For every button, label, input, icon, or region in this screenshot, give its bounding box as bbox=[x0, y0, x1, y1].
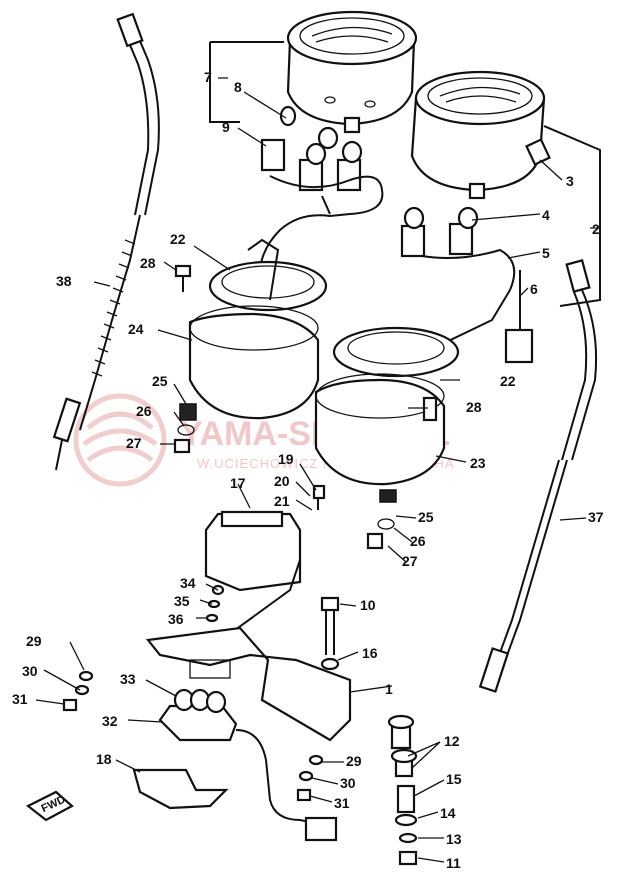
part-number-labels: 1 2 3 4 5 6 7 8 9 10 11 12 13 14 15 16 1… bbox=[12, 69, 604, 871]
bulb-sockets-right bbox=[400, 206, 534, 364]
part-label-24: 24 bbox=[128, 321, 144, 337]
part-label-19: 19 bbox=[278, 451, 294, 467]
part-label-31-right: 31 bbox=[334, 795, 350, 811]
part-label-38: 38 bbox=[56, 273, 72, 289]
part-label-27-left: 27 bbox=[126, 435, 142, 451]
tachometer-assembly bbox=[410, 70, 601, 307]
leader-lines bbox=[35, 77, 600, 863]
part-label-36: 36 bbox=[168, 611, 184, 627]
part-label-1: 1 bbox=[385, 681, 393, 697]
part-label-26-right: 26 bbox=[410, 533, 426, 549]
part-label-22-lower: 22 bbox=[500, 373, 516, 389]
part-label-35: 35 bbox=[174, 593, 190, 609]
part-label-22-upper: 22 bbox=[170, 231, 186, 247]
part-label-7: 7 bbox=[204, 69, 212, 85]
part-label-25-left: 25 bbox=[152, 373, 168, 389]
forward-direction-mark: FWD bbox=[25, 790, 74, 822]
part-label-20: 20 bbox=[274, 473, 290, 489]
part-label-29-right: 29 bbox=[346, 753, 362, 769]
part-label-3: 3 bbox=[566, 173, 574, 189]
part-label-5: 5 bbox=[542, 245, 550, 261]
bolt-10 bbox=[320, 596, 340, 671]
part-label-30-right: 30 bbox=[340, 775, 356, 791]
part-label-29-left: 29 bbox=[26, 633, 42, 649]
part-label-28-left: 28 bbox=[140, 255, 156, 271]
part-label-17: 17 bbox=[230, 475, 246, 491]
indicator-light-assembly bbox=[158, 688, 338, 842]
meter-case-left bbox=[173, 238, 328, 454]
part-label-6: 6 bbox=[530, 281, 538, 297]
part-label-8: 8 bbox=[234, 79, 242, 95]
part-label-23: 23 bbox=[470, 455, 486, 471]
bulb-sockets-left bbox=[259, 105, 384, 271]
part-label-16: 16 bbox=[362, 645, 378, 661]
part-label-13: 13 bbox=[446, 831, 462, 847]
part-label-9: 9 bbox=[222, 119, 230, 135]
part-label-14: 14 bbox=[440, 805, 456, 821]
part-label-4: 4 bbox=[542, 207, 550, 223]
part-label-11: 11 bbox=[446, 855, 461, 871]
small-hardware bbox=[62, 584, 324, 802]
watermark-logo bbox=[73, 393, 167, 487]
part-label-37: 37 bbox=[588, 509, 604, 525]
speedometer-cable bbox=[52, 12, 160, 471]
part-label-28-right: 28 bbox=[466, 399, 482, 415]
speedometer-assembly bbox=[209, 10, 418, 134]
part-label-33: 33 bbox=[120, 671, 136, 687]
part-label-30-left: 30 bbox=[22, 663, 38, 679]
part-label-27-right: 27 bbox=[402, 553, 418, 569]
meter-case-right bbox=[314, 326, 460, 550]
part-label-2: 2 bbox=[592, 221, 600, 237]
part-label-12: 12 bbox=[444, 733, 460, 749]
part-label-10: 10 bbox=[360, 597, 376, 613]
tachometer-cable bbox=[478, 259, 598, 693]
part-label-32: 32 bbox=[102, 713, 118, 729]
part-label-34: 34 bbox=[180, 575, 196, 591]
part-label-21: 21 bbox=[274, 493, 290, 509]
part-18 bbox=[132, 768, 229, 810]
meter-bracket bbox=[145, 484, 352, 742]
part-label-31-left: 31 bbox=[12, 691, 28, 707]
part-label-26-left: 26 bbox=[136, 403, 152, 419]
part-label-25-right: 25 bbox=[418, 509, 434, 525]
part-label-15: 15 bbox=[446, 771, 462, 787]
grommets-12 bbox=[387, 714, 418, 866]
part-label-18: 18 bbox=[96, 751, 112, 767]
